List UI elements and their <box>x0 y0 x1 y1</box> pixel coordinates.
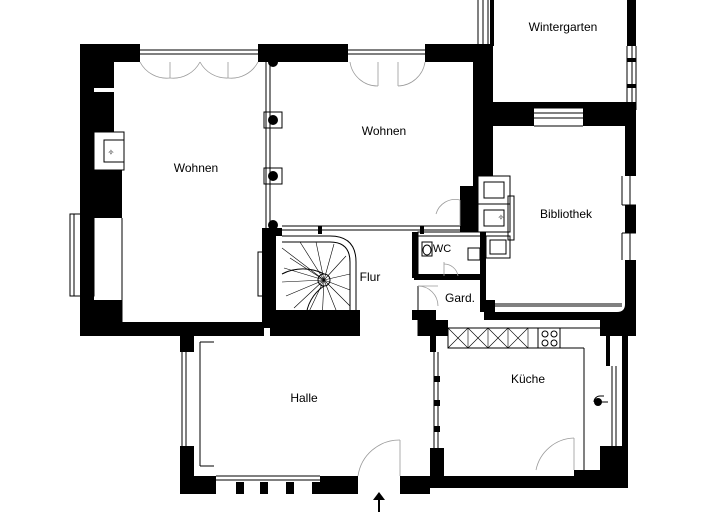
column-icon <box>268 171 278 181</box>
room-label-wohnen-right: Wohnen <box>362 124 406 138</box>
room-label-flur: Flur <box>360 270 381 284</box>
exterior-walls <box>80 44 636 336</box>
sink-icon <box>593 395 608 406</box>
stair-flur-area <box>257 228 436 336</box>
column-icon <box>268 57 278 67</box>
wohnen-left-area: ✧ <box>69 49 283 322</box>
column-icon <box>268 220 278 230</box>
wohnen-right-area <box>282 49 460 234</box>
entrance-arrow-icon <box>373 492 385 512</box>
kueche-area <box>436 320 636 488</box>
room-label-halle: Halle <box>290 391 318 405</box>
room-label-bibliothek: Bibliothek <box>540 207 593 221</box>
toilet-icon <box>421 235 511 261</box>
room-label-wintergarten: Wintergarten <box>529 20 598 34</box>
counter-cabinets <box>447 327 529 349</box>
stove-icon <box>537 327 561 349</box>
room-label-garderobe: Gard. <box>445 291 475 305</box>
fireplace-icon: ✧ <box>108 148 115 157</box>
fireplace-icon: ✧ <box>498 213 505 222</box>
room-label-kueche: Küche <box>511 372 545 386</box>
halle-area <box>180 320 628 494</box>
spiral-staircase-icon <box>281 235 357 323</box>
bibliothek-inner <box>495 126 625 312</box>
room-label-wohnen-left: Wohnen <box>174 161 218 175</box>
wintergarten-area <box>477 0 637 110</box>
shaft-box <box>477 175 511 205</box>
room-label-wc: WC <box>433 243 451 255</box>
column-icon <box>268 115 278 125</box>
wc-gard-area <box>414 199 511 312</box>
